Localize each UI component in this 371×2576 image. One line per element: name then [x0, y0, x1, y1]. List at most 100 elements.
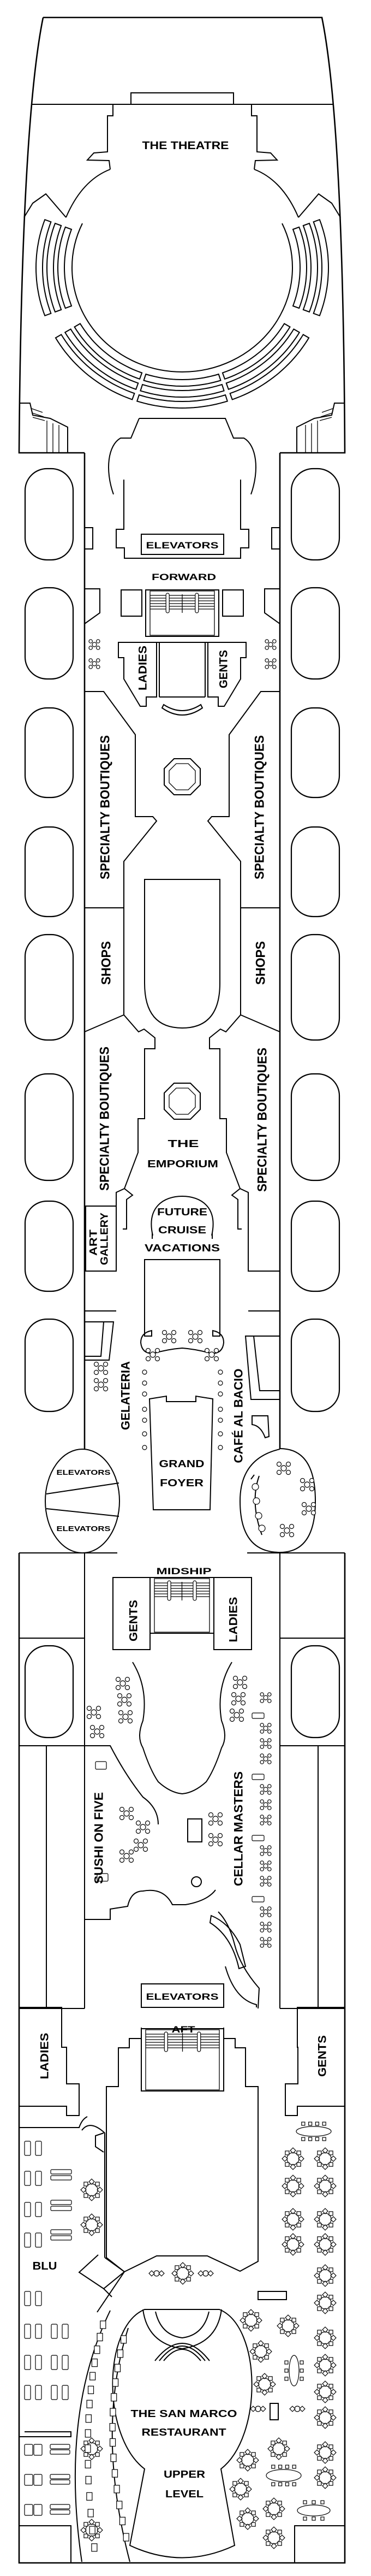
chair	[253, 2381, 260, 2388]
chair	[261, 2373, 268, 2379]
cocktail-table	[263, 1817, 268, 1823]
lounge-seating	[115, 1676, 130, 1691]
lounge-seating	[260, 1922, 272, 1933]
lifeboat	[290, 1318, 340, 1413]
banquette-seat	[120, 2335, 127, 2344]
lounge-chair	[118, 1710, 124, 1716]
oval-table	[266, 2465, 302, 2486]
lounge-chair	[260, 1791, 265, 1795]
chair	[317, 2330, 322, 2335]
chair	[88, 2230, 95, 2236]
chair	[88, 2437, 95, 2444]
chair	[322, 2264, 328, 2271]
chair	[148, 2270, 155, 2277]
lounge-chair	[127, 1718, 133, 1724]
lounge-seating	[188, 1330, 203, 1344]
banquette-seat	[89, 2526, 95, 2534]
cocktail-table	[263, 1924, 268, 1930]
booth-seat	[252, 1835, 265, 1841]
chair	[317, 2189, 322, 2194]
cocktail-table	[263, 1802, 268, 1807]
chair	[271, 2465, 276, 2469]
banquette-seat	[91, 2543, 98, 2552]
lounge-chair	[276, 1469, 282, 1475]
lounge-chair	[260, 1753, 265, 1758]
chair	[171, 2270, 178, 2277]
cocktail-table	[212, 1816, 219, 1822]
booth-seat	[50, 2509, 70, 2515]
foyer-chair	[142, 1369, 147, 1375]
lounge-chair	[310, 1510, 316, 1516]
aft-elevator-curve	[225, 1966, 257, 2007]
chair	[282, 2216, 288, 2223]
chair	[322, 2249, 328, 2256]
lounge-chair	[197, 1330, 203, 1336]
cocktail-table	[122, 1714, 129, 1720]
banquette-seat	[94, 2345, 100, 2354]
chair	[262, 2534, 269, 2541]
chair	[330, 2155, 337, 2162]
hull-forward	[18, 16, 346, 454]
foyer-chair	[142, 1431, 147, 1437]
lounge-chair	[93, 1386, 99, 1392]
label-aft-stairs: AFT	[172, 2024, 196, 2035]
lounge-seating	[232, 1675, 248, 1689]
label-emporium-line1: THE	[168, 1138, 199, 1149]
lounge-chair	[145, 1820, 151, 1826]
lounge-chair	[289, 1532, 295, 1538]
round-table	[314, 2441, 337, 2464]
round-table	[282, 2233, 304, 2256]
chair	[322, 2147, 328, 2154]
chair	[284, 2360, 289, 2365]
lounge-chair	[238, 1708, 244, 1714]
chair	[296, 2162, 301, 2167]
chair	[246, 2486, 252, 2492]
cocktail-table	[121, 1697, 128, 1703]
banquette-seat	[97, 2332, 103, 2342]
label-cafe-al-bacio: CAFÉ AL BACIO	[232, 1369, 246, 1463]
seating-row	[302, 222, 319, 313]
lounge-chair	[119, 1849, 125, 1855]
lounge-chair	[161, 1330, 167, 1336]
seating-row	[229, 334, 310, 400]
lounge-chair	[301, 1502, 307, 1508]
oval-table	[284, 2355, 304, 2386]
chair	[280, 2329, 285, 2334]
fwd-lobby-arc	[161, 704, 204, 716]
chair	[314, 2474, 320, 2481]
chair	[266, 2348, 272, 2355]
chair	[317, 2341, 322, 2346]
chair	[285, 2482, 290, 2486]
cocktail-table	[166, 1333, 172, 1340]
banquette-seat	[100, 2320, 106, 2329]
chair	[88, 2454, 95, 2460]
aft-corner-stbd	[294, 2525, 345, 2563]
round-table	[267, 2437, 290, 2460]
round-table	[229, 2478, 252, 2501]
chair	[279, 2534, 285, 2541]
lounge-seating	[135, 1820, 151, 1834]
label-future-cruise-line1: FUTURE	[157, 1207, 207, 1218]
label-upper-level-line1: UPPER	[164, 2469, 205, 2480]
lounge-seating	[93, 1361, 109, 1375]
lounge-chair	[99, 1724, 105, 1730]
chair	[268, 2388, 273, 2392]
chair	[322, 2280, 328, 2287]
midship-cross-wall	[19, 1552, 345, 2008]
octagon-column-aft	[164, 1083, 201, 1120]
lounge-seating	[119, 1849, 134, 1863]
chair	[250, 2406, 256, 2412]
cocktail-table	[263, 1848, 268, 1853]
lounge-chair	[267, 1852, 272, 1856]
lounge-seating	[260, 1937, 272, 1948]
cocktail-table	[123, 1810, 130, 1817]
chair	[322, 2122, 326, 2126]
booth-seat	[95, 1761, 107, 1770]
chair	[317, 2178, 322, 2183]
lounge-chair	[197, 1338, 203, 1344]
chair	[88, 2178, 95, 2185]
lounge-seating	[265, 658, 277, 669]
booth-seat	[252, 1712, 265, 1719]
round-table	[314, 2380, 337, 2403]
lounge-chair	[124, 1685, 130, 1691]
